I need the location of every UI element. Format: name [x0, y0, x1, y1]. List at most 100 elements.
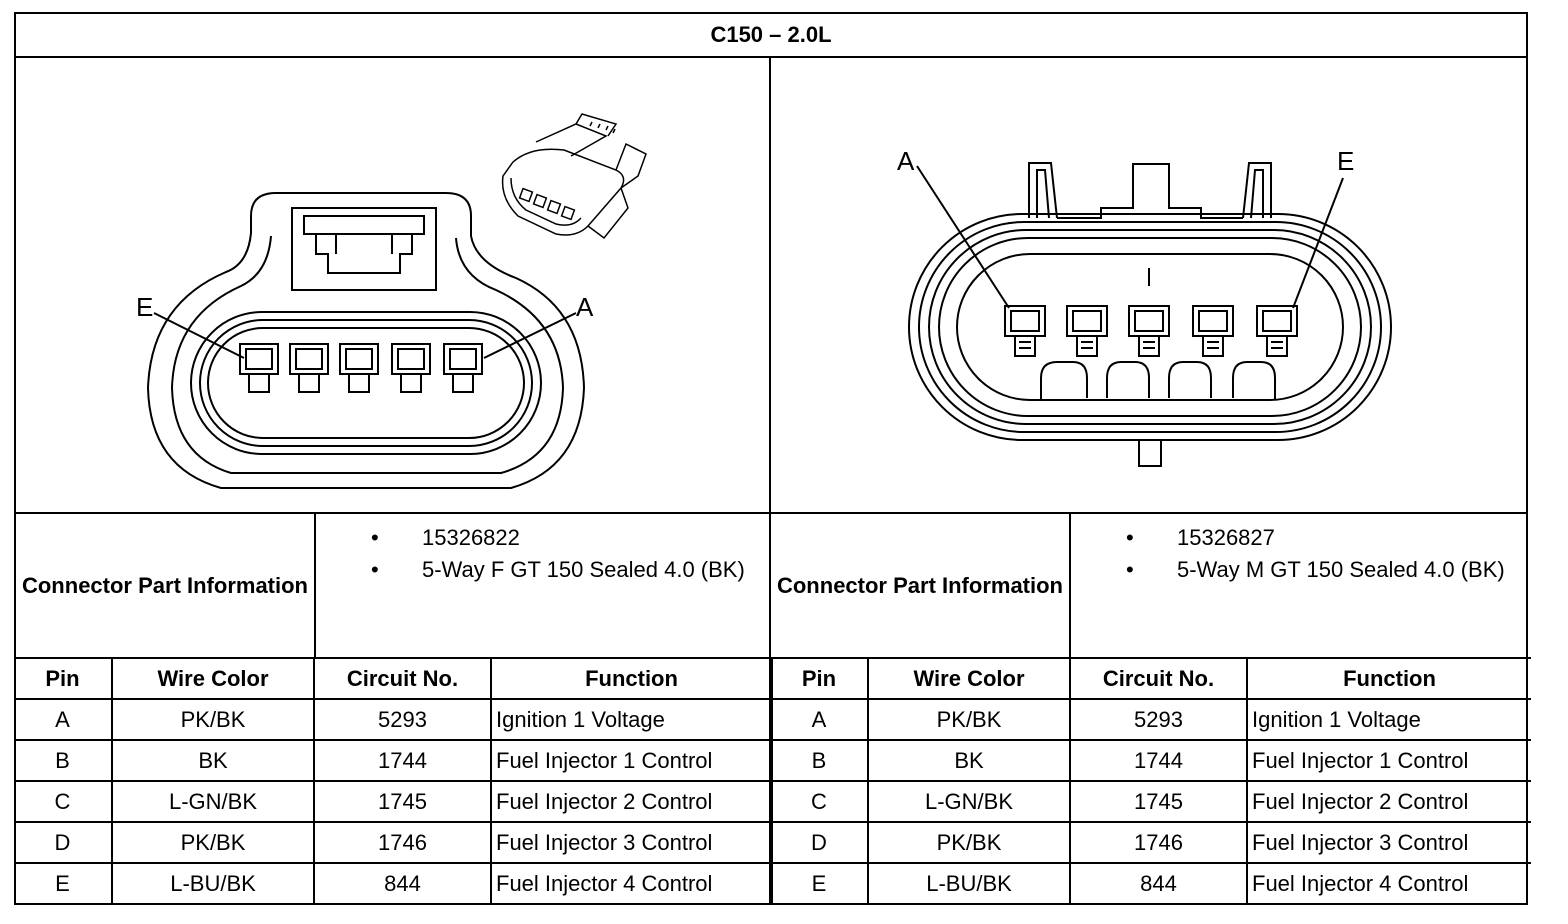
male-part-info-values: 15326827 5-Way M GT 150 Sealed 4.0 (BK) [1071, 514, 1528, 657]
male-pin-b [1066, 305, 1108, 357]
female-part-info-values: 15326822 5-Way F GT 150 Sealed 4.0 (BK) [316, 514, 769, 657]
female-part-number: 15326822 [316, 522, 769, 554]
male-housing-ring-2 [928, 229, 1372, 425]
female-latch-top [303, 215, 425, 235]
col-header-wire-color: Wire Color [111, 657, 315, 700]
circuit-cell: 5293 [1069, 698, 1248, 741]
male-housing-outer [908, 213, 1392, 441]
male-left-lug [1028, 162, 1058, 219]
connector-sheet: C150 – 2.0L [14, 12, 1531, 905]
table-row: A PK/BK 5293 Ignition 1 Voltage [769, 698, 1531, 741]
female-latch-hook [315, 234, 413, 274]
male-guide-2 [1106, 361, 1150, 398]
male-right-lug [1242, 162, 1272, 219]
wire-color-cell: PK/BK [111, 821, 315, 864]
male-part-description: 5-Way M GT 150 Sealed 4.0 (BK) [1071, 554, 1528, 586]
male-pin-label-e: E [1337, 146, 1354, 176]
function-cell: Fuel Injector 3 Control [1246, 821, 1531, 864]
male-housing-ring-3 [938, 237, 1362, 417]
female-pin-label-e: E [136, 292, 153, 322]
male-pin-a [1004, 305, 1046, 357]
table-row: E L-BU/BK 844 Fuel Injector 4 Control [769, 862, 1531, 904]
table-row: D PK/BK 1746 Fuel Injector 3 Control [14, 821, 773, 864]
col-header-function: Function [490, 657, 773, 700]
circuit-cell: 1745 [1069, 780, 1248, 823]
male-left-lug-inner [1036, 169, 1050, 219]
pin-cell: B [769, 739, 869, 782]
wire-color-cell: PK/BK [867, 821, 1071, 864]
male-part-info-row: Connector Part Information 15326827 5-Wa… [771, 512, 1528, 657]
table-row: B BK 1744 Fuel Injector 1 Control [14, 739, 773, 782]
pin-cell: B [14, 739, 113, 782]
function-cell: Fuel Injector 3 Control [490, 821, 773, 864]
male-pin-c [1128, 305, 1170, 357]
table-row: D PK/BK 1746 Fuel Injector 3 Control [769, 821, 1531, 864]
male-leader-e [1292, 177, 1344, 309]
col-header-wire-color: Wire Color [867, 657, 1071, 700]
circuit-cell: 1745 [313, 780, 492, 823]
female-mating-face-outer [190, 311, 542, 455]
male-pin-label-a: A [897, 146, 915, 176]
table-row: A PK/BK 5293 Ignition 1 Voltage [14, 698, 773, 741]
wire-color-cell: BK [111, 739, 315, 782]
wire-color-cell: L-BU/BK [867, 862, 1071, 904]
pin-cell: E [769, 862, 869, 904]
table-row: E L-BU/BK 844 Fuel Injector 4 Control [14, 862, 773, 904]
male-leader-a [916, 165, 1010, 309]
pin-cell: D [769, 821, 869, 864]
male-table-header: Pin Wire Color Circuit No. Function [769, 657, 1531, 700]
wire-color-cell: L-GN/BK [867, 780, 1071, 823]
circuit-cell: 844 [313, 862, 492, 904]
female-housing-outline [146, 192, 586, 489]
male-right-lug-inner [1250, 169, 1264, 219]
col-header-pin: Pin [14, 657, 113, 700]
male-connector-panel: A E [771, 58, 1528, 512]
pin-cell: A [769, 698, 869, 741]
wire-color-cell: BK [867, 739, 1071, 782]
female-cavity-c [339, 343, 379, 393]
female-leader-a [483, 312, 577, 359]
female-connector-diagram: E A [136, 113, 647, 489]
female-pin-label-a: A [576, 292, 594, 322]
female-mating-face-mid [199, 319, 533, 447]
function-cell: Ignition 1 Voltage [490, 698, 773, 741]
male-guide-4 [1232, 361, 1276, 400]
col-header-pin: Pin [769, 657, 869, 700]
function-cell: Ignition 1 Voltage [1246, 698, 1531, 741]
pin-cell: A [14, 698, 113, 741]
female-part-description: 5-Way F GT 150 Sealed 4.0 (BK) [316, 554, 769, 586]
male-mating-face [956, 253, 1344, 401]
circuit-cell: 1744 [1069, 739, 1248, 782]
female-cavities [239, 343, 483, 393]
male-top-tab [1057, 163, 1243, 219]
male-part-number: 15326827 [1071, 522, 1528, 554]
male-connector-diagram: A E [897, 146, 1392, 467]
male-pin-e [1256, 305, 1298, 357]
female-latch-frame [291, 207, 437, 291]
male-pin-table: Pin Wire Color Circuit No. Function A PK… [769, 657, 1531, 904]
pin-cell: C [14, 780, 113, 823]
pin-cell: D [14, 821, 113, 864]
function-cell: Fuel Injector 4 Control [490, 862, 773, 904]
female-cavity-e [239, 343, 279, 393]
circuit-cell: 5293 [313, 698, 492, 741]
female-connector-panel: E A [16, 58, 771, 512]
wire-color-cell: PK/BK [867, 698, 1071, 741]
wire-color-cell: PK/BK [111, 698, 315, 741]
male-housing-ring-1 [918, 221, 1382, 433]
function-cell: Fuel Injector 4 Control [1246, 862, 1531, 904]
male-pin-d [1192, 305, 1234, 357]
male-bottom-tab [1138, 440, 1162, 467]
function-cell: Fuel Injector 1 Control [1246, 739, 1531, 782]
circuit-cell: 1744 [313, 739, 492, 782]
wire-color-cell: L-GN/BK [111, 780, 315, 823]
male-guide-1 [1040, 361, 1088, 400]
col-header-circuit-no: Circuit No. [313, 657, 492, 700]
wire-color-cell: L-BU/BK [111, 862, 315, 904]
function-cell: Fuel Injector 2 Control [490, 780, 773, 823]
col-header-function: Function [1246, 657, 1531, 700]
table-row: C L-GN/BK 1745 Fuel Injector 2 Control [769, 780, 1531, 823]
function-cell: Fuel Injector 1 Control [490, 739, 773, 782]
female-cavity-b [391, 343, 431, 393]
pin-cell: C [769, 780, 869, 823]
